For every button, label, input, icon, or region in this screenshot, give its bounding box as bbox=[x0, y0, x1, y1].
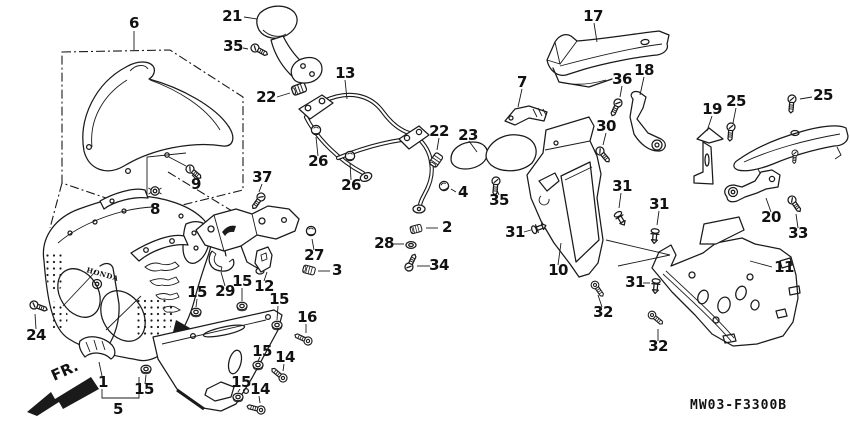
mount-cap-4 bbox=[437, 179, 451, 193]
right-side-cover-part bbox=[733, 125, 849, 178]
leader-33 bbox=[795, 213, 799, 229]
bolt-34 bbox=[403, 251, 420, 273]
leader-15d bbox=[257, 356, 261, 362]
mirror-left-part bbox=[256, 5, 323, 84]
corner-bracket-19 bbox=[693, 127, 724, 185]
leader-35-left bbox=[242, 47, 249, 50]
mirror-cushion-22-left bbox=[290, 81, 308, 97]
windscreen-nut-8 bbox=[148, 186, 162, 196]
bolt-14b bbox=[245, 401, 267, 416]
leader-29 bbox=[220, 271, 226, 287]
clip-31d bbox=[650, 277, 661, 295]
front-direction-arrow: FR. bbox=[27, 357, 99, 416]
bracket-12 bbox=[254, 246, 273, 273]
windscreen-screw-9 bbox=[183, 162, 204, 182]
leader-26b bbox=[349, 162, 352, 181]
screw-33 bbox=[785, 193, 804, 215]
mirror-right-part bbox=[450, 134, 537, 172]
cowl-screw-24 bbox=[28, 299, 50, 315]
cowl-lower-trim-part bbox=[78, 336, 116, 360]
bracket-18 bbox=[629, 90, 666, 152]
leader-25b bbox=[799, 96, 813, 100]
leader-17 bbox=[593, 22, 598, 43]
clip-31b bbox=[612, 209, 629, 228]
leader-14a bbox=[282, 363, 285, 372]
leader-13 bbox=[344, 79, 348, 100]
leader-24 bbox=[34, 313, 37, 330]
fr-label: FR. bbox=[48, 357, 81, 385]
bracket-20 bbox=[724, 169, 781, 203]
mount-nut-26a bbox=[310, 124, 322, 136]
clip-31c bbox=[649, 227, 660, 245]
lower-cowl-left-part bbox=[152, 309, 283, 412]
leader-22-right bbox=[436, 137, 440, 151]
nut-15c bbox=[271, 320, 283, 331]
nut-15d bbox=[252, 360, 264, 371]
leader-1-5 bbox=[98, 361, 140, 399]
rubber-mount-3 bbox=[301, 264, 317, 276]
nut-15e bbox=[232, 392, 244, 403]
leader-23 bbox=[468, 140, 478, 153]
leader-19 bbox=[706, 115, 713, 132]
inner-panel-10 bbox=[526, 116, 604, 278]
leader-14b bbox=[258, 395, 261, 404]
leader-36 bbox=[619, 85, 623, 98]
air-duct-part bbox=[546, 30, 670, 88]
leader-26a bbox=[315, 136, 319, 157]
mount-nut-27 bbox=[305, 225, 317, 237]
leader-27 bbox=[311, 238, 315, 251]
leader-31a bbox=[523, 229, 532, 233]
leader-7 bbox=[517, 88, 523, 108]
leader-20 bbox=[765, 197, 772, 213]
leader-37 bbox=[258, 183, 263, 193]
bolt-16 bbox=[292, 330, 314, 347]
lower-cowl-right-part bbox=[605, 216, 801, 347]
leader-9 bbox=[191, 174, 197, 180]
leader-15e bbox=[237, 388, 241, 393]
mount-nut-26b bbox=[344, 150, 356, 162]
washer-28 bbox=[405, 240, 417, 250]
diagram-code: MW03-F3300B bbox=[690, 398, 787, 413]
cowl-stay-part bbox=[298, 92, 434, 214]
wing-emblem-icon bbox=[91, 278, 103, 290]
mirror-screw-35-right bbox=[490, 176, 501, 196]
latch-bracket-7 bbox=[504, 105, 548, 126]
nut-15a bbox=[190, 307, 202, 318]
leader-10 bbox=[557, 242, 562, 266]
bolt-14a bbox=[268, 365, 290, 385]
leader-25a bbox=[732, 107, 737, 124]
mirror-screw-35-left bbox=[248, 41, 270, 59]
screw-25b bbox=[786, 94, 797, 114]
screw-25a bbox=[725, 122, 736, 142]
leader-32a bbox=[597, 294, 603, 308]
leader-15f bbox=[144, 374, 147, 385]
leader-21 bbox=[243, 16, 258, 20]
screw-32b bbox=[646, 309, 666, 328]
retainer-clip-29 bbox=[208, 250, 235, 272]
grommet-2 bbox=[409, 223, 423, 235]
windscreen-part bbox=[82, 61, 234, 175]
leader-4 bbox=[450, 188, 457, 193]
leader-15a bbox=[195, 298, 198, 308]
nut-15b bbox=[236, 301, 248, 312]
leader-31c bbox=[656, 210, 660, 226]
leader-35-right bbox=[496, 189, 500, 196]
leader-11 bbox=[749, 260, 773, 268]
leader-22-left bbox=[276, 92, 291, 98]
nut-15f bbox=[140, 364, 152, 375]
leader-15c bbox=[276, 305, 279, 321]
leader-18 bbox=[639, 76, 645, 96]
leader-12 bbox=[263, 271, 268, 282]
leader-31b bbox=[618, 192, 622, 209]
screw-36 bbox=[607, 97, 624, 119]
